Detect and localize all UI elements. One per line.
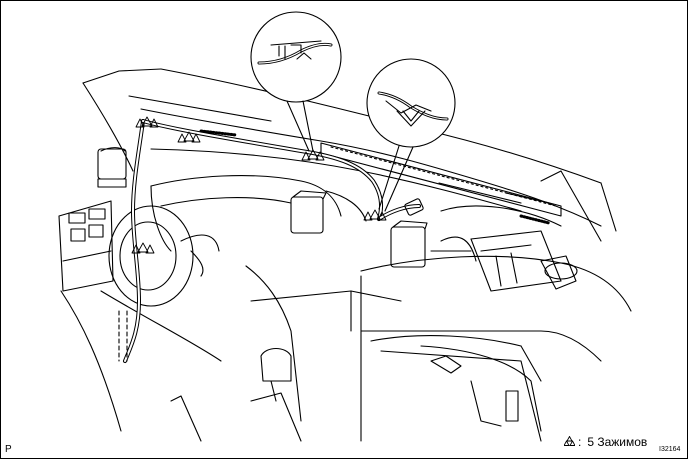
corner-letter: P (5, 444, 12, 455)
callout-detail-clamp-1 (250, 11, 342, 152)
passenger-side-structures (430, 205, 578, 292)
callout-detail-clamp-2 (366, 58, 456, 212)
clamp-marker (131, 242, 155, 254)
clamp-markers (131, 116, 387, 254)
wire-harness (118, 119, 551, 363)
left-side-vent (97, 147, 127, 188)
upper-dashboard (140, 108, 602, 227)
center-vents (290, 190, 428, 268)
clamp-marker (135, 116, 159, 128)
clamp-marker (363, 209, 387, 221)
figure-code: I32164 (659, 446, 681, 453)
steering-wheel (108, 205, 220, 307)
glove-box-area (420, 345, 542, 432)
legend-text: 5 Зажимов (587, 435, 648, 449)
clamp-marker (301, 149, 325, 161)
lower-dashboard (60, 255, 632, 442)
instrument-cluster-hood (150, 174, 367, 252)
clamp-legend: : 5 Зажимов (563, 435, 648, 449)
clamp-triangle-icon (563, 435, 576, 449)
legend-colon: : (578, 435, 582, 449)
left-switch-panel (58, 200, 114, 292)
clamp-marker (177, 131, 201, 143)
shifter-area (170, 347, 302, 442)
